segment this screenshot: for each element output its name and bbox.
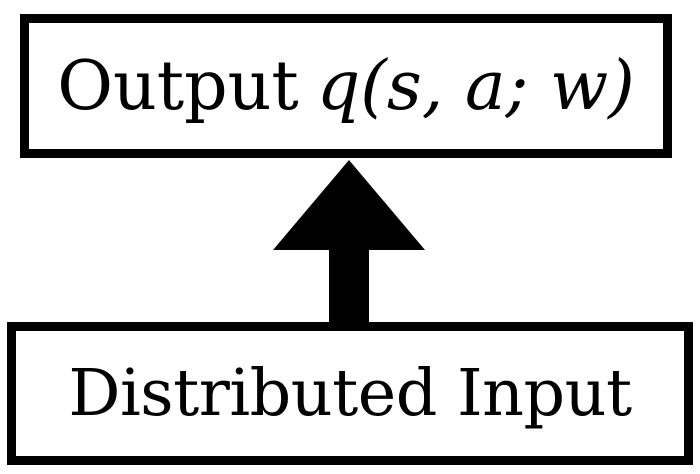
input-label: Distributed Input (68, 356, 632, 431)
output-box: Output q(s, a; w) (20, 14, 672, 158)
output-formula: q(s, a; w) (316, 46, 635, 126)
arrow-shaft (329, 248, 369, 328)
arrow-head (273, 160, 425, 250)
input-box: Distributed Input (7, 322, 693, 465)
output-label: Output (57, 46, 299, 126)
